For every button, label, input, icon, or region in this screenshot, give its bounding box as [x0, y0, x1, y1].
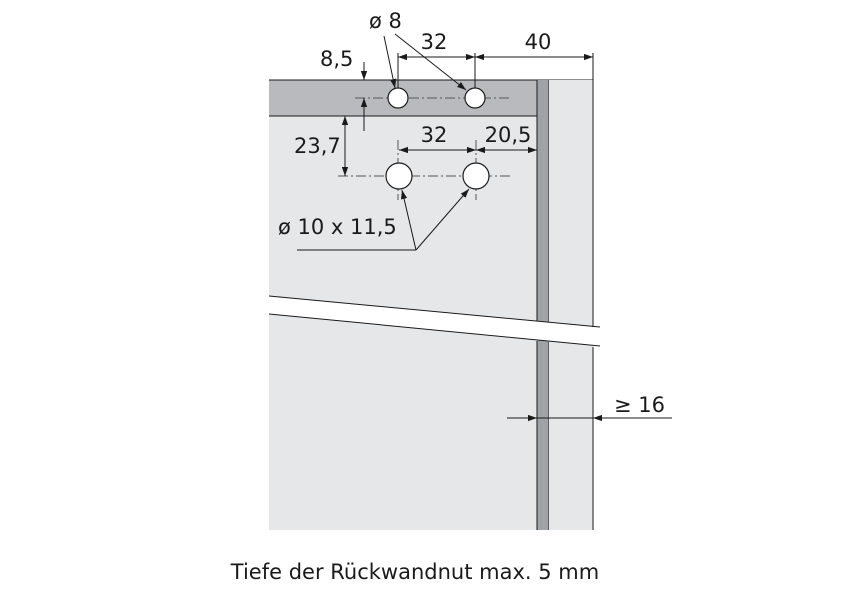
dim-8-5-label: 8,5	[320, 47, 353, 71]
side-panel-lower	[269, 314, 537, 530]
break-line-upper	[268, 295, 601, 328]
leader-large-2	[415, 188, 470, 251]
leader-small-2	[394, 33, 467, 91]
back-groove-upper	[537, 80, 549, 322]
dim-32-top-label: 32	[421, 30, 448, 54]
back-panel-upper	[549, 80, 593, 327]
dim-23-7-label: 23,7	[294, 134, 341, 158]
break-line-lower	[268, 313, 601, 347]
dia-large-label: ø 10 x 11,5	[278, 215, 397, 239]
side-panel-upper	[269, 80, 537, 321]
break-gap	[259, 297, 601, 346]
dia-small-label: ø 8	[369, 9, 402, 33]
hole-large-2	[462, 162, 490, 190]
hole-large-1	[385, 162, 413, 190]
back-groove-lower	[537, 326, 549, 530]
dim-ge-16-label: ≥ 16	[614, 393, 665, 417]
back-panel-lower	[549, 327, 593, 530]
hole-small-2	[464, 87, 486, 109]
hole-small-1	[387, 87, 409, 109]
dim-40-label: 40	[525, 30, 552, 54]
dim-32-mid-label: 32	[421, 123, 448, 147]
leader-large-1	[400, 189, 417, 251]
drawing-caption: Tiefe der Rückwandnut max. 5 mm	[230, 560, 600, 584]
dim-20-5-label: 20,5	[485, 123, 532, 147]
leader-small-1	[383, 35, 397, 89]
